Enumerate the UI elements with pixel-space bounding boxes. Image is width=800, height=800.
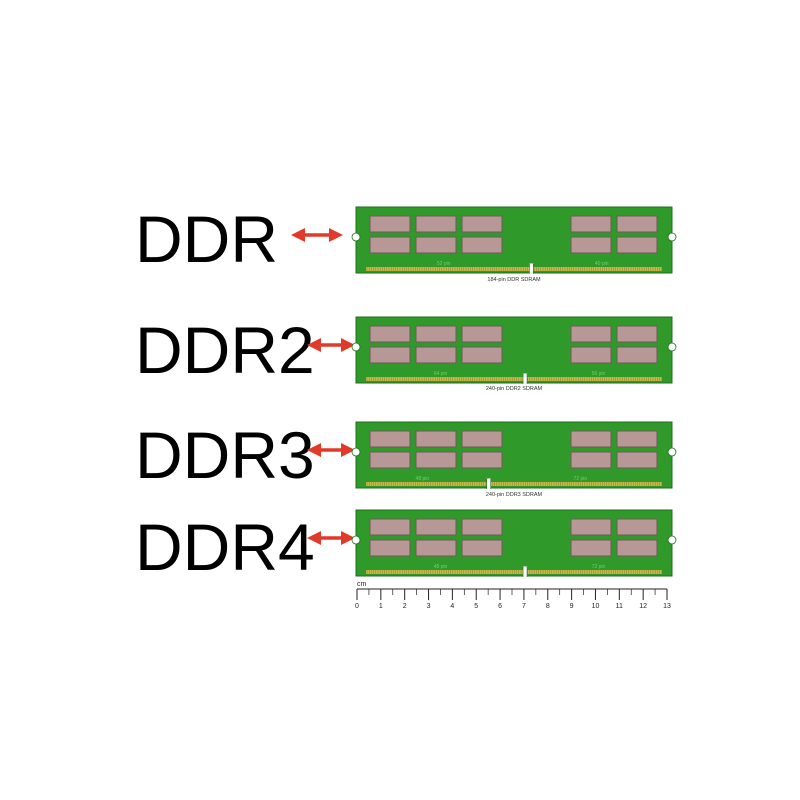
memory-chip — [369, 430, 411, 448]
memory-chip — [570, 518, 612, 536]
memory-chip — [415, 325, 457, 343]
key-notch-outline — [486, 477, 492, 489]
memory-module-ddr4: DDR4 48 pin 72 pin — [135, 509, 677, 584]
memory-chip — [616, 539, 658, 557]
gold-contacts — [366, 482, 662, 486]
memory-chip — [461, 215, 503, 233]
memory-chip — [415, 518, 457, 536]
memory-chip — [369, 539, 411, 557]
module-type-label: DDR2 — [135, 313, 315, 387]
side-notch-left — [351, 447, 361, 457]
gold-contacts — [366, 570, 662, 574]
ruler-tick-label: 6 — [498, 603, 502, 610]
pin-count-right: 72 pin — [574, 476, 588, 482]
memory-chip — [616, 215, 658, 233]
memory-chip — [415, 430, 457, 448]
pin-count-left: 48 pin — [416, 476, 430, 482]
modules-layer: DDR 52 pin 40 pin 184-pin DDR SDRAM DDR2 64 p… — [135, 202, 677, 584]
memory-chip — [570, 325, 612, 343]
ruler-tick-label: 13 — [663, 603, 671, 610]
side-notch-right — [667, 232, 677, 242]
key-notch-outline — [522, 372, 528, 384]
pin-count-right: 40 pin — [595, 261, 609, 267]
memory-chip — [570, 236, 612, 254]
memory-chip — [415, 451, 457, 469]
memory-chip — [461, 325, 503, 343]
ruler-tick-label: 5 — [474, 603, 478, 610]
memory-chip — [461, 236, 503, 254]
side-notch-right — [667, 447, 677, 457]
memory-chip — [570, 539, 612, 557]
pin-count-left: 64 pin — [434, 371, 448, 377]
memory-chip — [415, 215, 457, 233]
memory-chip — [616, 430, 658, 448]
memory-chip — [461, 518, 503, 536]
memory-chip — [369, 325, 411, 343]
ruler-tick-label: 12 — [639, 603, 647, 610]
memory-module-ddr3: DDR3 48 pin 72 pin 240-pin DDR3 SDRAM — [135, 418, 677, 498]
side-notch-left — [351, 342, 361, 352]
memory-chip — [616, 346, 658, 364]
memory-chip — [415, 539, 457, 557]
memory-chip — [461, 451, 503, 469]
ruler-tick-label: 10 — [592, 603, 600, 610]
side-notch-right — [667, 342, 677, 352]
ruler-tick-label: 3 — [427, 603, 431, 610]
memory-chip — [369, 451, 411, 469]
ruler-tick-label: 9 — [570, 603, 574, 610]
ruler-tick-label: 8 — [546, 603, 550, 610]
module-caption: 184-pin DDR SDRAM — [487, 277, 541, 283]
memory-module-ddr: DDR 52 pin 40 pin 184-pin DDR SDRAM — [135, 202, 677, 283]
side-notch-right — [667, 535, 677, 545]
memory-chip — [369, 236, 411, 254]
module-type-label: DDR3 — [135, 418, 315, 492]
pin-count-right: 56 pin — [592, 371, 606, 377]
memory-chip — [616, 451, 658, 469]
ruler-tick-label: 2 — [403, 603, 407, 610]
memory-chip — [369, 518, 411, 536]
side-notch-left — [351, 535, 361, 545]
ruler-tick-label: 1 — [379, 603, 383, 610]
memory-module-ddr2: DDR2 64 pin 56 pin 240-pin DDR2 SDRAM — [135, 313, 677, 392]
memory-chip — [570, 346, 612, 364]
key-notch-outline — [529, 262, 534, 274]
memory-chip — [369, 215, 411, 233]
memory-chip — [461, 430, 503, 448]
memory-chip — [616, 325, 658, 343]
pin-count-left: 52 pin — [437, 261, 451, 267]
memory-chip — [415, 346, 457, 364]
memory-chip — [616, 236, 658, 254]
ruler-tick-label: 11 — [616, 603, 623, 610]
memory-chip — [570, 430, 612, 448]
pin-count-right: 72 pin — [592, 564, 606, 570]
memory-chip — [570, 215, 612, 233]
module-caption: 240-pin DDR3 SDRAM — [486, 492, 543, 498]
memory-chip — [415, 236, 457, 254]
memory-chip — [570, 451, 612, 469]
gold-contacts — [366, 267, 662, 271]
pin-count-left: 48 pin — [434, 564, 448, 570]
memory-chip — [616, 518, 658, 536]
module-caption: 240-pin DDR2 SDRAM — [486, 386, 543, 392]
memory-chip — [461, 346, 503, 364]
gold-contacts — [366, 377, 662, 381]
ruler-tick-label: 4 — [450, 603, 454, 610]
module-type-label: DDR4 — [135, 510, 315, 584]
ruler-tick-label: 7 — [522, 603, 526, 610]
memory-chip — [461, 539, 503, 557]
ruler-unit-label: cm — [357, 581, 367, 588]
module-type-label: DDR — [135, 202, 278, 276]
memory-chip — [369, 346, 411, 364]
side-notch-left — [351, 232, 361, 242]
ruler-tick-label: 0 — [355, 603, 359, 610]
key-notch-outline — [522, 565, 528, 577]
